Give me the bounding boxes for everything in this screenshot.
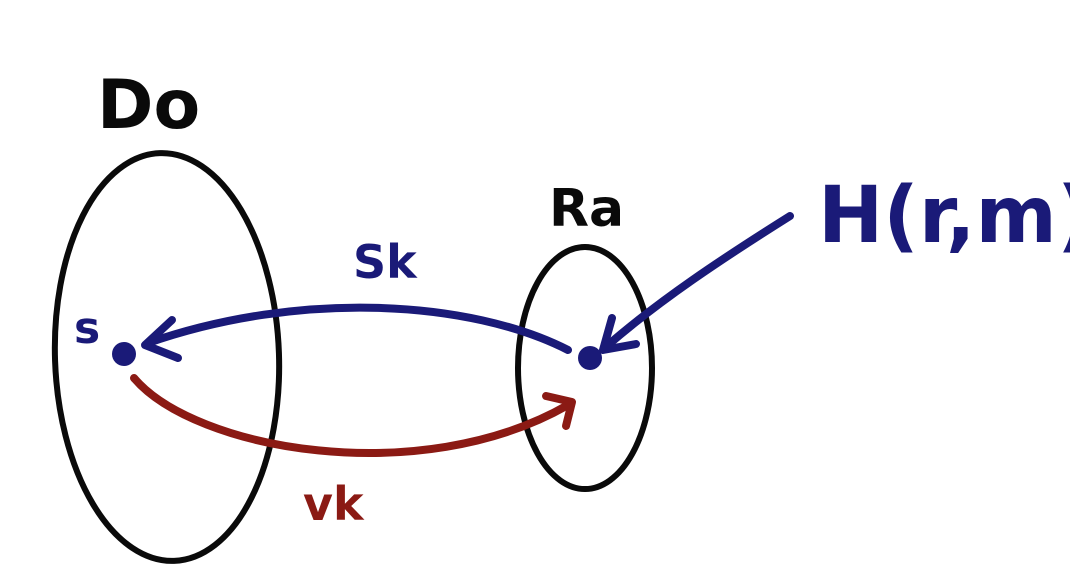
- hash-arrowhead: [599, 314, 640, 354]
- range-set-ellipse: [515, 244, 655, 492]
- hash-source-label: H(r,m): [818, 171, 1070, 261]
- sk-arrow: [141, 303, 572, 362]
- point-s-label: s: [74, 303, 100, 354]
- hash-arrow: [599, 212, 794, 354]
- vk-arrow-label: vk: [303, 477, 365, 531]
- sk-arrow-label: Sk: [353, 235, 418, 289]
- vk-arrow: [130, 374, 576, 457]
- sk-arrowhead: [141, 316, 182, 362]
- vk-arrowhead: [542, 392, 576, 430]
- range-point-dot: [578, 346, 602, 370]
- domain-set-ellipse: [51, 150, 283, 564]
- hash-arrow-shaft: [604, 212, 794, 349]
- range-set-label: Ra: [549, 179, 624, 239]
- vk-arrow-shaft: [130, 374, 572, 457]
- domain-set-label: Do: [97, 66, 200, 145]
- point-s-dot: [112, 342, 136, 366]
- sk-arrow-shaft: [144, 303, 572, 354]
